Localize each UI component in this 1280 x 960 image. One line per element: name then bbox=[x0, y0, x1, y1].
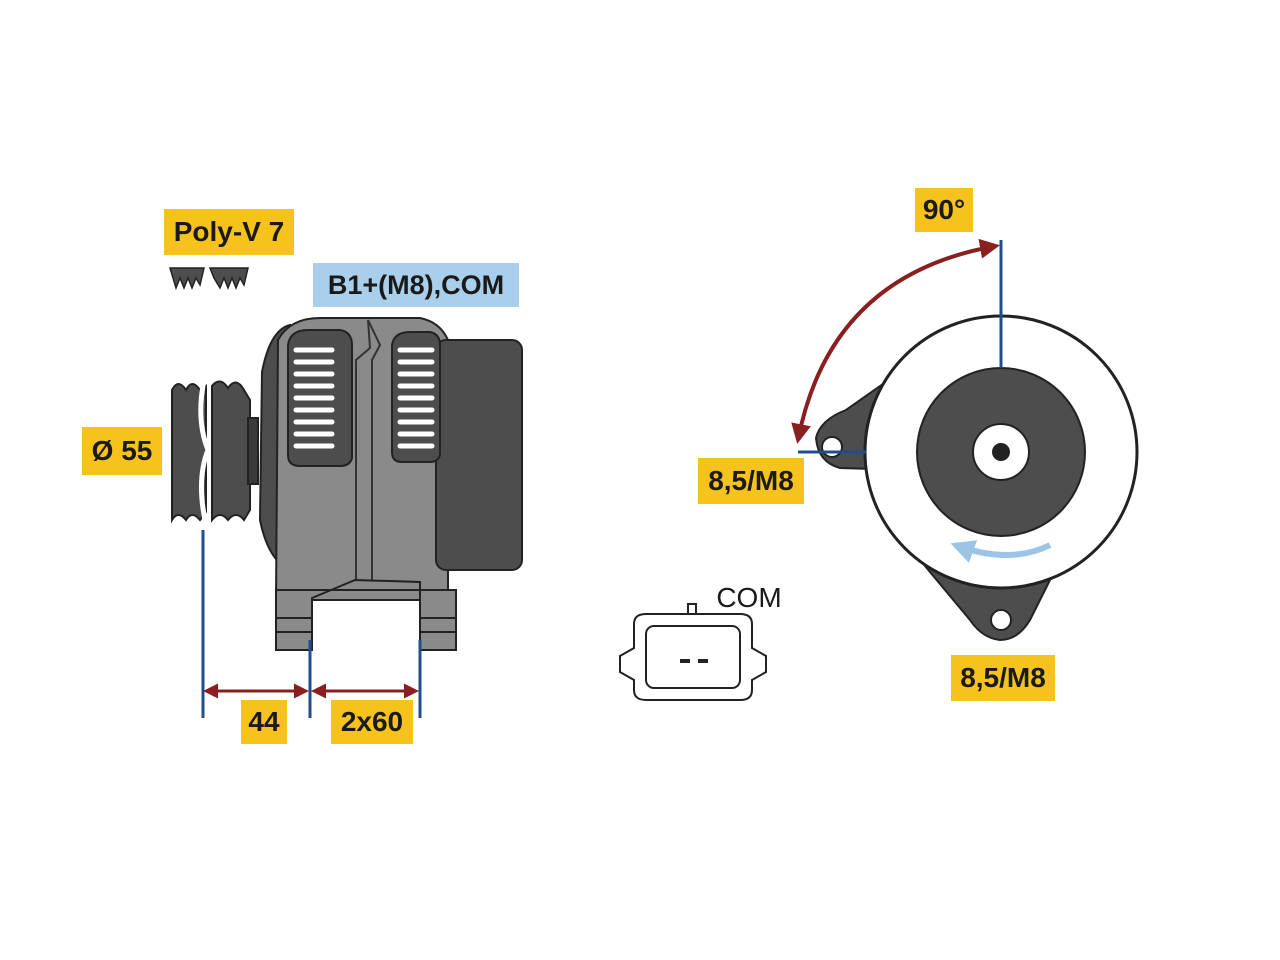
mount-hole-left bbox=[821, 436, 843, 458]
vent-slots-rear bbox=[391, 331, 441, 463]
mount-hole-bottom bbox=[990, 609, 1012, 631]
belt-type-label: Poly-V 7 bbox=[164, 209, 294, 255]
pulley bbox=[171, 379, 259, 526]
dimension-2x60-label: 2x60 bbox=[331, 700, 413, 744]
side-view bbox=[168, 267, 523, 718]
dimension-44-label: 44 bbox=[241, 700, 287, 744]
shaft-center bbox=[992, 443, 1010, 461]
connector-plug bbox=[619, 603, 767, 701]
angle-arc bbox=[791, 238, 1000, 444]
terminal-label: B1+(M8),COM bbox=[313, 263, 519, 307]
vent-slots-front bbox=[287, 329, 353, 467]
rotation-arrow bbox=[950, 540, 1052, 563]
pulley-diameter-label: Ø 55 bbox=[82, 427, 162, 475]
poly-v-groove-icon bbox=[168, 267, 249, 291]
angle-label: 90° bbox=[915, 188, 973, 232]
bottom-hole-label: 8,5/M8 bbox=[951, 655, 1055, 701]
top-hole-label: 8,5/M8 bbox=[698, 458, 804, 504]
front-view bbox=[791, 238, 1139, 642]
connector-label: COM bbox=[716, 582, 782, 613]
